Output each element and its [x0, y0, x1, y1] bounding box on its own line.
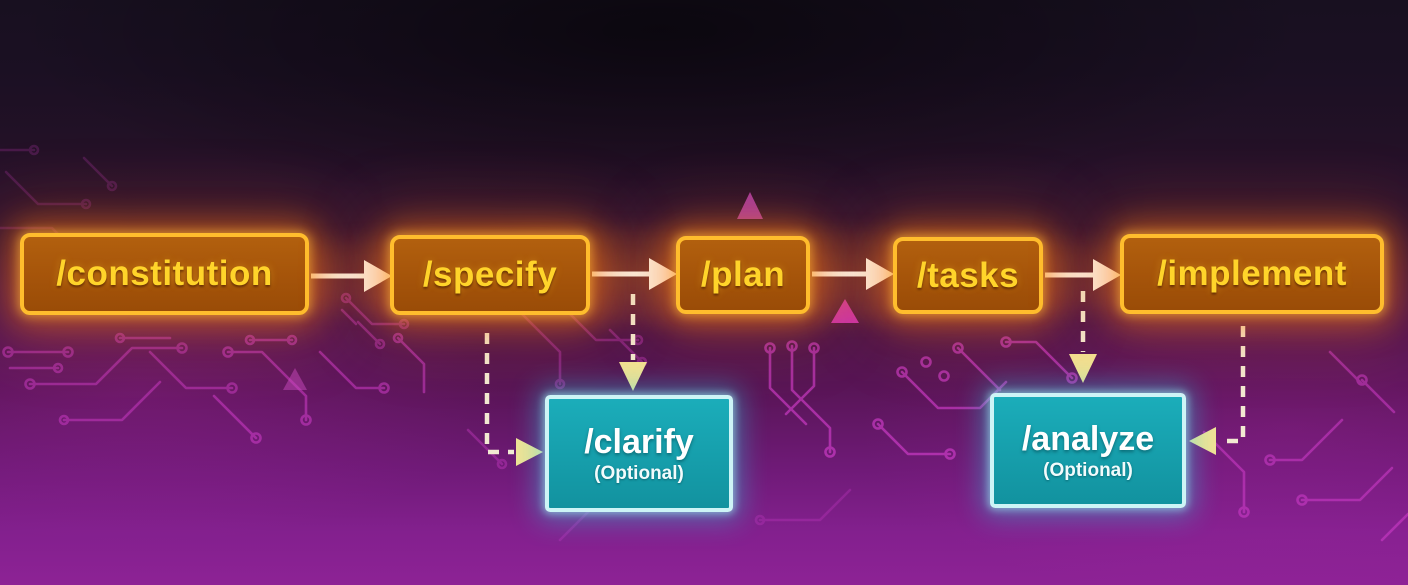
node-analyze-sublabel: (Optional)	[1043, 459, 1133, 481]
node-constitution-label: /constitution	[56, 254, 273, 293]
node-analyze: /analyze (Optional)	[990, 393, 1186, 508]
node-analyze-label: /analyze	[1021, 419, 1155, 458]
triangle-decoration	[283, 368, 307, 390]
node-clarify-label: /clarify	[584, 422, 694, 461]
node-implement-label: /implement	[1157, 254, 1347, 293]
node-plan: /plan	[676, 236, 810, 314]
node-tasks-label: /tasks	[916, 255, 1020, 295]
node-tasks: /tasks	[893, 237, 1043, 314]
node-specify: /specify	[390, 235, 590, 315]
node-specify-label: /specify	[422, 255, 558, 294]
node-implement: /implement	[1120, 234, 1384, 314]
dashed-arrow-specify-to-clarify	[484, 333, 543, 466]
node-clarify: /clarify (Optional)	[545, 395, 733, 512]
node-plan-label: /plan	[700, 255, 786, 294]
node-constitution: /constitution	[20, 233, 309, 315]
node-clarify-sublabel: (Optional)	[594, 462, 684, 484]
